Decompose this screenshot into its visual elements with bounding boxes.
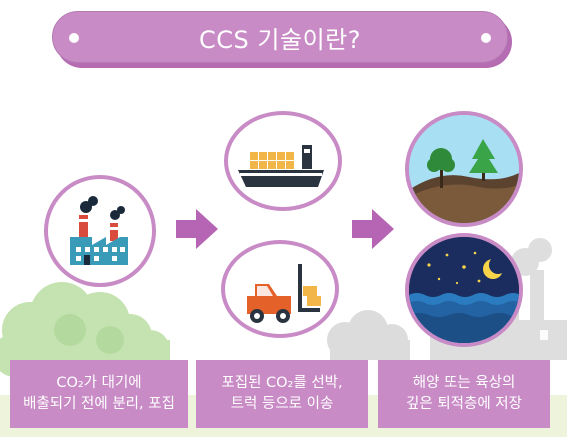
ocean-storage-circle xyxy=(405,233,523,347)
cargo-ship-icon xyxy=(238,145,324,187)
forklift-icon xyxy=(247,264,321,323)
ship-transport-circle xyxy=(224,111,342,211)
banner-dot-left xyxy=(69,33,79,43)
ocean-storage-icon xyxy=(409,237,519,343)
caption-storage-line2: 깊은 퇴적층에 저장 xyxy=(406,396,522,412)
caption-storage: 해양 또는 육상의 깊은 퇴적층에 저장 xyxy=(378,360,550,428)
factory-icon xyxy=(70,196,128,265)
land-storage-icon xyxy=(409,115,519,223)
caption-transport-line1: 포집된 CO₂를 선박, xyxy=(221,375,343,391)
caption-capture-line1: CO₂가 대기에 xyxy=(56,375,142,391)
caption-capture-line2: 배출되기 전에 분리, 포집 xyxy=(23,396,175,412)
capture-circle xyxy=(44,175,156,287)
title-banner: CCS 기술이란? xyxy=(52,11,508,63)
truck-transport-circle xyxy=(221,240,339,338)
banner-dot-right xyxy=(481,33,491,43)
arrow-right-icon xyxy=(176,209,218,249)
caption-storage-line1: 해양 또는 육상의 xyxy=(412,375,516,391)
caption-capture: CO₂가 대기에 배출되기 전에 분리, 포집 xyxy=(10,360,188,428)
page-title: CCS 기술이란? xyxy=(199,25,361,54)
caption-transport-line2: 트럭 등으로 이송 xyxy=(230,396,334,412)
arrow-right-icon xyxy=(352,209,394,249)
land-storage-circle xyxy=(405,111,523,227)
caption-transport: 포집된 CO₂를 선박, 트럭 등으로 이송 xyxy=(196,360,368,428)
